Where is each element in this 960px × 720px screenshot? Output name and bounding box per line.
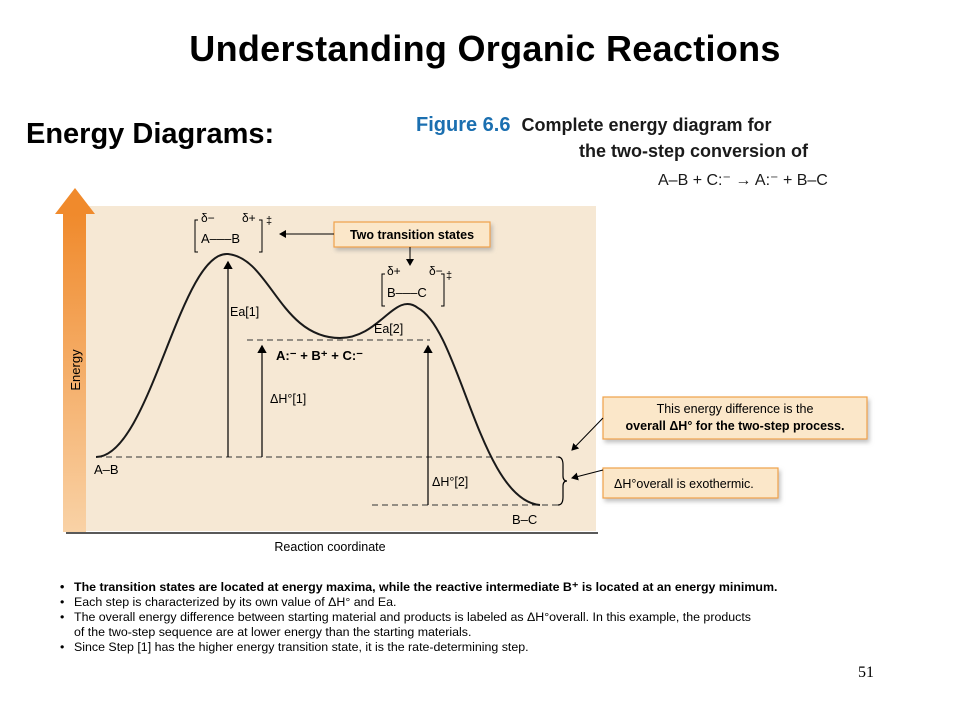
callout-overall-line1: This energy difference is the <box>657 402 814 416</box>
callout-overall-dh: This energy difference is the overall ΔH… <box>571 396 868 451</box>
callout-exothermic: ΔH°overall is exothermic. <box>571 467 779 499</box>
svg-text:‡: ‡ <box>446 270 452 282</box>
slide-title: Understanding Organic Reactions <box>189 28 781 69</box>
overall-brace <box>557 456 568 506</box>
energy-axis-bar <box>63 214 86 532</box>
bullet-list: The transition states are located at ene… <box>60 580 900 655</box>
svg-text:δ+: δ+ <box>242 211 256 225</box>
callout-overall-line2: overall ΔH° for the two-step process. <box>626 419 845 433</box>
svg-text:δ−: δ− <box>201 211 215 225</box>
x-axis-label: Reaction coordinate <box>274 540 385 554</box>
figure-label: Figure 6.6 <box>416 114 511 136</box>
svg-text:‡: ‡ <box>266 215 272 227</box>
svg-text:δ+: δ+ <box>387 264 401 278</box>
bullet-item: The transition states are located at ene… <box>60 580 900 595</box>
callout-ts-text: Two transition states <box>350 228 474 242</box>
energy-axis-label: Energy <box>68 349 83 391</box>
transition-state-1: δ− δ+ ‡ A–––B <box>194 211 272 253</box>
callout-transition-states: Two transition states <box>279 221 491 266</box>
diagram-panel <box>86 206 596 531</box>
callout-exo-text: ΔH°overall is exothermic. <box>614 477 754 491</box>
ts1-label: A–––B <box>201 231 240 246</box>
energy-axis-arrowhead <box>55 188 95 214</box>
bullet-item: Each step is characterized by its own va… <box>60 595 900 610</box>
caption-line-2: the two-step conversion of <box>579 141 809 161</box>
ts2-label: B–––C <box>387 285 427 300</box>
section-heading: Energy Diagrams: <box>26 118 275 150</box>
intermediate-label: A:⁻ + B⁺ + C:⁻ <box>276 348 363 363</box>
ea1-label: Ea[1] <box>230 305 259 319</box>
caption-line-1: Complete energy diagram for <box>521 115 772 135</box>
svg-text:δ−: δ− <box>429 264 443 278</box>
dh1-label: ΔH°[1] <box>270 392 306 406</box>
page-number: 51 <box>858 664 874 681</box>
bullet-item-continuation: of the two-step sequence are at lower en… <box>74 625 472 639</box>
dh2-label: ΔH°[2] <box>432 475 468 489</box>
transition-state-2: δ+ δ− ‡ B–––C <box>381 264 452 307</box>
bullet-item: Since Step [1] has the higher energy tra… <box>60 640 900 655</box>
reaction-equation: A–B + C:⁻ → A:⁻ + B–C <box>658 172 828 189</box>
product-label: B–C <box>512 512 537 527</box>
figure-caption: Figure 6.6 Complete energy diagram for t… <box>416 112 896 164</box>
reaction-curve <box>95 252 541 506</box>
bullet-item: The overall energy difference between st… <box>60 610 900 625</box>
reactant-label: A–B <box>94 462 119 477</box>
ea2-label: Ea[2] <box>374 322 403 336</box>
